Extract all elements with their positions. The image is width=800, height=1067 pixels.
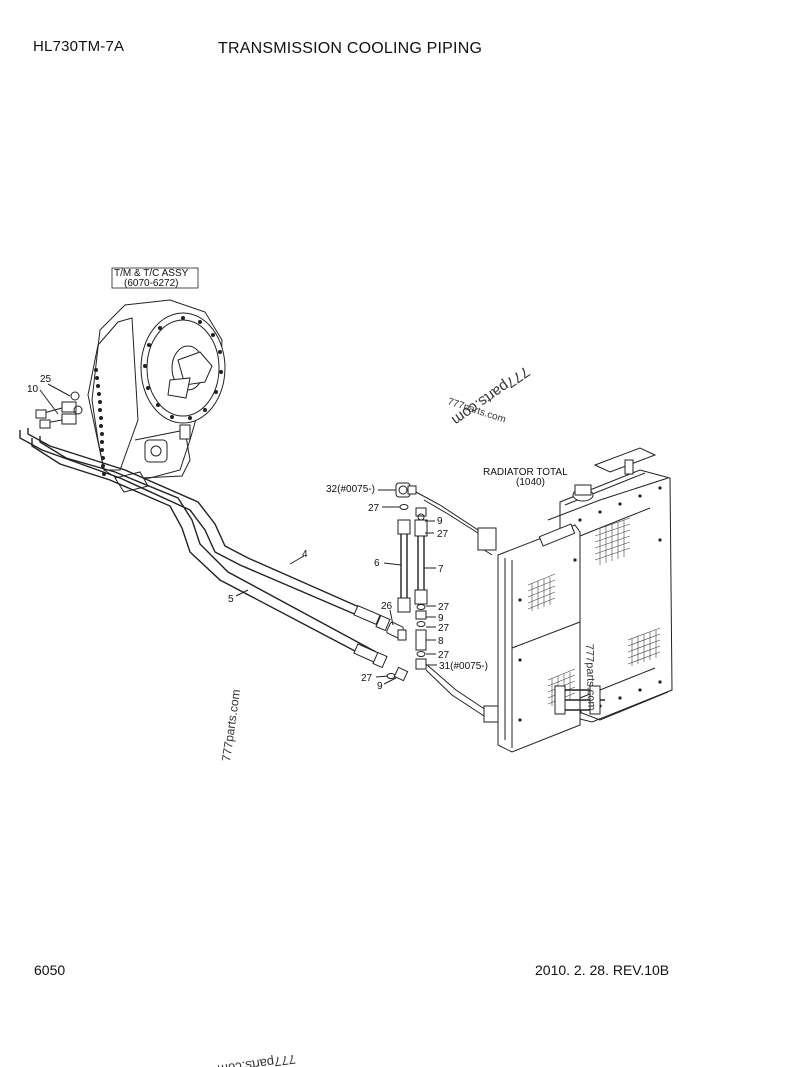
callout-5[interactable]: 5 — [228, 594, 234, 605]
transmission-ref-box — [111, 267, 199, 289]
o-ring-27[interactable] — [399, 504, 409, 510]
callout-9-b[interactable]: 9 — [438, 613, 444, 624]
callout-26[interactable]: 26 — [381, 601, 393, 612]
callout-25[interactable]: 25 — [40, 374, 52, 385]
radiator-assembly[interactable] — [497, 447, 673, 753]
callout-27-a[interactable]: 27 — [368, 503, 380, 514]
callout-27-f[interactable]: 27 — [361, 673, 373, 684]
page-title: TRANSMISSION COOLING PIPING — [218, 40, 483, 57]
callout-8[interactable]: 8 — [438, 636, 444, 647]
fitting-stack-lower[interactable] — [415, 604, 427, 670]
callout-31[interactable]: 31(#0075-) — [439, 661, 488, 672]
radiator-ref-line2[interactable]: (1040) — [516, 477, 545, 488]
page-number: 6050 — [34, 962, 66, 978]
watermark-left: 777parts.com — [219, 688, 243, 762]
elbow-fitting-26[interactable] — [386, 621, 407, 641]
transmission-assembly[interactable] — [35, 299, 226, 493]
transmission-ref-line1[interactable]: T/M & T/C ASSY — [114, 268, 189, 279]
watermark-radiator: 777parts.com — [583, 644, 597, 711]
callout-32[interactable]: 32(#0075-) — [326, 484, 375, 495]
transmission-ref-line2[interactable]: (6070-6272) — [124, 278, 178, 289]
callout-6[interactable]: 6 — [374, 558, 380, 569]
model-code: HL730TM-7A — [33, 38, 125, 55]
callout-27-e[interactable]: 27 — [438, 650, 450, 661]
callout-9-a[interactable]: 9 — [437, 516, 443, 527]
connector-9-lower[interactable] — [386, 666, 409, 682]
callout-7[interactable]: 7 — [438, 564, 444, 575]
revision-date: 2010. 2. 28. REV.10B — [535, 962, 670, 978]
callout-27-d[interactable]: 27 — [438, 623, 450, 634]
radiator-inlet-pipe[interactable] — [415, 491, 499, 723]
connector-9-upper[interactable] — [415, 507, 427, 521]
callout-27-b[interactable]: 27 — [437, 529, 449, 540]
callout-4[interactable]: 4 — [302, 549, 308, 560]
watermark-bottom: 777parts.com — [217, 1052, 297, 1067]
hose-4[interactable] — [19, 428, 391, 632]
hose-6[interactable] — [397, 519, 411, 613]
elbow-fitting-32[interactable] — [395, 482, 417, 498]
callout-10[interactable]: 10 — [27, 384, 39, 395]
callout-9-c[interactable]: 9 — [377, 681, 383, 692]
hose-5[interactable] — [31, 436, 388, 669]
radiator-ref-line1[interactable]: RADIATOR TOTAL — [483, 467, 568, 478]
callout-27-c[interactable]: 27 — [438, 602, 450, 613]
